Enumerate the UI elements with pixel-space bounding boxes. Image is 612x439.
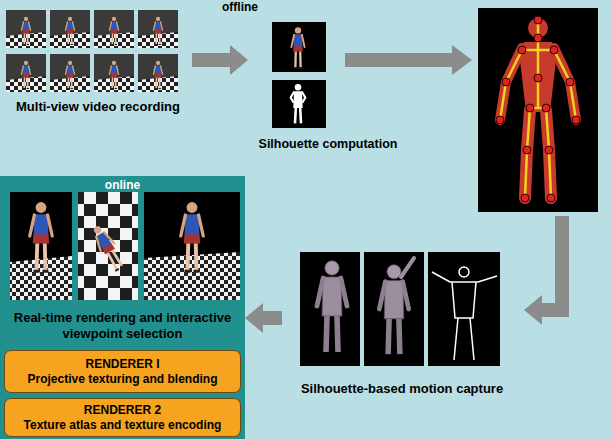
motion-capture-images	[364, 252, 424, 366]
rendering-images	[30, 202, 53, 271]
renderer-title: RENDERER 2	[84, 403, 161, 418]
motion-capture-images	[401, 258, 414, 277]
skeleton-image	[534, 34, 542, 42]
stage-block: Silhouette-based motion capture	[282, 250, 522, 396]
skeleton-image	[547, 194, 555, 202]
flow-arrow	[345, 45, 472, 75]
rendering-images	[10, 192, 72, 300]
arrow-body	[263, 311, 282, 325]
skeleton-image	[502, 78, 510, 86]
skeleton-image	[534, 74, 542, 82]
motion-capture-images	[428, 252, 500, 366]
arrow-head	[230, 45, 248, 75]
stage-heading: offline	[222, 0, 258, 14]
panel-label: online	[0, 178, 245, 192]
skeleton-image	[542, 104, 550, 112]
rendering-images	[10, 192, 240, 300]
motion-capture-images	[300, 252, 360, 366]
renderer-box: RENDERER 2Texture atlas and texture enco…	[4, 398, 241, 437]
motion-capture-images	[317, 261, 347, 352]
skeleton-image	[526, 104, 534, 112]
multi-view-thumbnails	[94, 10, 134, 48]
silhouette-images	[291, 84, 306, 123]
skeleton-image	[566, 78, 574, 86]
rendering-images	[89, 223, 126, 272]
motion-capture-images	[300, 252, 500, 366]
multi-view-thumbnails	[6, 54, 46, 92]
multi-view-thumbnails	[50, 10, 90, 48]
panel-caption: Real-time rendering and interactive view…	[0, 310, 245, 342]
renderer-box: RENDERER IProjective texturing and blend…	[4, 350, 241, 393]
online-panel: onlineReal-time rendering and interactiv…	[0, 176, 245, 439]
flow-arrow	[345, 45, 472, 75]
skeleton-image	[496, 116, 504, 124]
motion-capture-images	[379, 265, 408, 354]
multi-view-thumbnails	[50, 54, 90, 92]
multi-view-thumbnails	[138, 10, 178, 48]
silhouette-images	[291, 27, 304, 68]
silhouette-images	[272, 80, 326, 128]
renderer-description: Projective texturing and blending	[27, 372, 217, 387]
skeleton-image	[478, 8, 598, 212]
flow-arrow	[192, 45, 248, 75]
silhouette-images	[272, 22, 326, 128]
skeleton-image	[545, 146, 553, 154]
online-panel-ground	[0, 176, 245, 439]
skeleton-image	[496, 16, 580, 202]
flow-arrow	[245, 303, 282, 333]
rendering-images	[144, 192, 240, 300]
multi-view-thumbnails	[6, 10, 178, 92]
label-holder: offline	[222, 0, 258, 14]
multi-view-thumbnails	[6, 10, 46, 48]
arrow-head	[245, 303, 263, 333]
rendering-images	[10, 256, 72, 300]
skeleton-image	[550, 46, 558, 54]
skeleton-image	[572, 116, 580, 124]
online-panel-ground	[0, 176, 245, 439]
rendering-images	[144, 252, 240, 300]
stage-block: Silhouette computation	[248, 4, 408, 152]
motion-capture-images	[432, 272, 497, 360]
renderer-description: Texture atlas and texture encoding	[24, 418, 222, 433]
skeleton-image	[500, 20, 576, 198]
skeleton-image	[518, 46, 526, 54]
rendering-images	[181, 202, 204, 271]
silhouette-images	[272, 22, 326, 72]
renderer-title: RENDERER I	[85, 357, 159, 372]
multi-view-thumbnails	[94, 54, 134, 92]
bent-flow-arrow	[524, 216, 569, 325]
motion-capture-images	[459, 267, 469, 277]
stage-caption: Silhouette computation	[259, 137, 398, 152]
arrow-body	[192, 53, 230, 67]
bent-flow-arrow	[524, 216, 569, 325]
rendering-images	[78, 192, 138, 300]
stage-caption: Multi-view video recording	[16, 99, 180, 114]
stage-block: Multi-view video recording	[4, 6, 192, 114]
multi-view-thumbnails	[138, 54, 178, 92]
stage-caption: Silhouette-based motion capture	[301, 381, 503, 396]
skeleton-image	[521, 194, 529, 202]
skeleton-image	[534, 16, 542, 24]
skeleton-image	[478, 8, 598, 212]
skeleton-image	[523, 146, 531, 154]
